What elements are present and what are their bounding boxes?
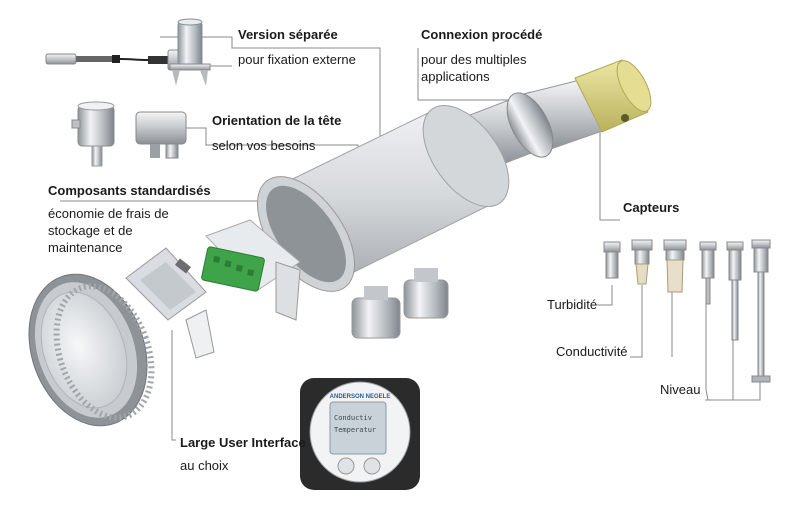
callout-capteurs: Capteurs: [623, 199, 679, 216]
callout-line: applications: [421, 69, 490, 84]
callout-subtitle: au choix: [180, 458, 229, 473]
callout-title: Connexion procédé: [421, 27, 543, 42]
callout-title: Composants standardisés: [48, 183, 211, 198]
main-housing-illustration: [201, 59, 652, 339]
label-niveau: Niveau: [660, 381, 700, 398]
display-screen-line-2: Temperatur: [334, 426, 376, 434]
callout-line: pour des multiples: [421, 52, 527, 67]
callout-composants: Composants standardisés économie de frai…: [48, 182, 211, 256]
label-turbidite: Turbidité: [547, 296, 597, 313]
callout-subtitle: pour fixation externe: [238, 52, 356, 67]
sensor-probes-illustration: [603, 239, 771, 383]
head-orientation-illustration: [71, 101, 187, 167]
callout-subtitle: selon vos besoins: [212, 138, 316, 153]
remote-version-illustration: [45, 18, 211, 86]
display-screen-line-1: Conductiv: [334, 414, 372, 422]
label-text: Turbidité: [547, 297, 598, 312]
display-module-illustration: ANDERSON NEGELE Conductiv Temperatur: [300, 378, 420, 490]
callout-line: économie de frais de: [48, 206, 169, 221]
callout-title: Large User Interface: [180, 435, 306, 450]
callout-title: Version séparée: [238, 27, 338, 42]
label-text: Conductivité: [556, 344, 628, 359]
callout-version-separee: Version séparée pour fixation externe: [238, 26, 356, 68]
display-brand: ANDERSON NEGELE: [330, 394, 391, 400]
callout-line: maintenance: [48, 240, 123, 255]
circuit-board-illustration: [125, 247, 215, 359]
callout-title: Orientation de la tête: [212, 113, 342, 128]
callout-user-interface: Large User Interface au choix: [180, 434, 306, 474]
cover-ring-illustration: [28, 273, 155, 427]
callout-connexion: Connexion procédé pour des multiples app…: [421, 26, 542, 85]
callout-line: stockage et de: [48, 223, 133, 238]
callout-title: Capteurs: [623, 200, 680, 215]
label-conductivite: Conductivité: [556, 343, 628, 360]
label-text: Niveau: [660, 382, 701, 397]
callout-orientation: Orientation de la tête selon vos besoins: [212, 112, 341, 154]
